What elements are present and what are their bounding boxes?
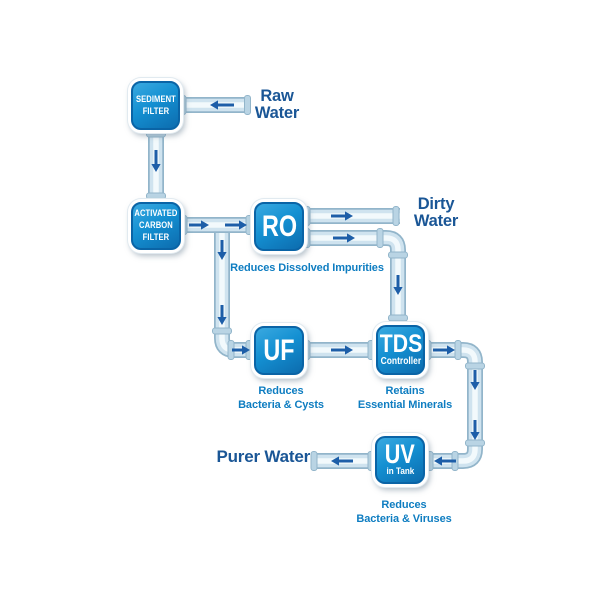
- tds-sublabel: Controller: [380, 355, 421, 367]
- uf-box: UF: [254, 326, 304, 375]
- uv-description-line1: Reduces: [381, 499, 427, 511]
- ro-top-out-flow-arrow: [345, 211, 353, 221]
- into-uv-flow-arrow: [434, 456, 442, 466]
- dirty-water-label-line1: Dirty: [417, 195, 455, 213]
- tds-box: TDS Controller: [376, 325, 425, 375]
- pipe-joint-collar: [310, 451, 318, 471]
- tds-label: TDS: [379, 329, 422, 358]
- node-sediment-filter: SEDIMENT FILTER: [128, 78, 183, 133]
- pipe-joint-collar: [392, 206, 400, 226]
- uf-description-line2: Bacteria & Cysts: [238, 398, 324, 411]
- raw-water-label-line1: Raw: [260, 87, 294, 105]
- uv-description: Reduces Bacteria & Viruses: [334, 499, 474, 526]
- pipe-joint-collar: [388, 251, 408, 259]
- dirty-water-label: Dirty Water: [400, 196, 472, 230]
- sediment-filter-label-line1: SEDIMENT: [135, 93, 176, 105]
- uv-label: UV: [384, 439, 415, 469]
- uv-description-line2: Bacteria & Viruses: [356, 512, 452, 525]
- pipe-ro-to-tds-top: [305, 231, 405, 324]
- node-uv: UV in Tank: [372, 433, 428, 487]
- uf-label: UF: [263, 333, 295, 367]
- ro-label: RO: [261, 209, 297, 243]
- tds-description-line1: Retains: [385, 385, 425, 397]
- uv-sublabel: in Tank: [386, 466, 414, 476]
- node-uf: UF: [251, 323, 307, 378]
- uf-to-tds-flow-arrow: [345, 345, 353, 355]
- pipe-joint-collar: [388, 314, 408, 322]
- purer-water-label: Purer Water: [190, 448, 310, 465]
- sediment-down-flow-arrow: [151, 164, 161, 172]
- into-tds-top-flow-arrow: [393, 287, 403, 295]
- purer-water-label-text: Purer Water: [216, 447, 310, 466]
- tds-description-line2: Essential Minerals: [357, 398, 453, 411]
- ro-description: Reduces Dissolved Impurities: [222, 262, 392, 276]
- into-uf-flow-arrow: [242, 345, 250, 355]
- node-activated-carbon-filter: ACTIVATED CARBON FILTER: [128, 199, 184, 253]
- uv-to-purer-flow-arrow: [331, 456, 339, 466]
- node-tds-controller: TDS Controller: [373, 322, 428, 378]
- pipe-joint-collar: [465, 362, 485, 370]
- into-ro-flow-arrow: [239, 220, 247, 230]
- branch-down-flow-arrow-2: [217, 317, 227, 325]
- tds-description: Retains Essential Minerals: [335, 385, 475, 412]
- activated-carbon-filter-box: ACTIVATED CARBON FILTER: [131, 202, 181, 250]
- pipe-joint-collar: [244, 95, 251, 115]
- dirty-water-label-line2: Water: [413, 212, 459, 230]
- activated-carbon-filter-label-line2: CARBON: [139, 220, 173, 231]
- activated-carbon-filter-label: ACTIVATED CARBON FILTER: [134, 208, 177, 244]
- sediment-filter-label-line2: FILTER: [142, 105, 169, 117]
- right-column-flow-arrow-1: [470, 382, 480, 390]
- sediment-filter-label: SEDIMENT FILTER: [136, 94, 176, 118]
- raw-water-label-line2: Water: [254, 104, 300, 122]
- activated-carbon-filter-label-line1: ACTIVATED: [134, 208, 178, 219]
- activated-carbon-filter-label-line3: FILTER: [142, 232, 170, 243]
- pipe-joint-collar: [212, 327, 232, 335]
- raw-water-label: Raw Water: [242, 88, 312, 122]
- ro-description-text: Reduces Dissolved Impurities: [230, 262, 384, 274]
- pipe-joint-collar: [376, 228, 384, 248]
- uf-description-line1: Reduces: [258, 385, 304, 397]
- pipe-ro-to-tds-top: [305, 235, 401, 324]
- pipe-joint-collar: [465, 439, 485, 447]
- sediment-filter-box: SEDIMENT FILTER: [131, 81, 180, 130]
- pipe-tds-to-uv: [426, 347, 478, 464]
- pipe-ro-to-tds-top: [305, 230, 406, 324]
- right-column-flow-arrow-2: [470, 432, 480, 440]
- raw-water-flow-arrow: [210, 100, 218, 110]
- node-ro: RO: [251, 199, 307, 254]
- ro-box: RO: [254, 202, 304, 251]
- carbon-out-flow-arrow: [201, 220, 209, 230]
- pipe-joint-collar: [454, 340, 462, 360]
- tds-out-flow-arrow: [447, 345, 455, 355]
- branch-down-flow-arrow-1: [217, 252, 227, 260]
- ro-bottom-out-flow-arrow: [347, 233, 355, 243]
- uv-box: UV in Tank: [375, 436, 425, 484]
- uf-description: Reduces Bacteria & Cysts: [211, 385, 351, 412]
